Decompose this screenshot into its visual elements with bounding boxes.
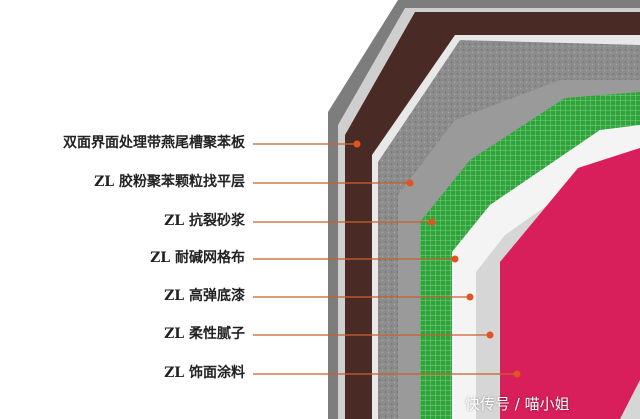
- layer-label: ZL 胶粉聚苯颗粒找平层: [94, 174, 245, 190]
- watermark: 快传号 / 喵小姐: [465, 395, 570, 413]
- layer-label: ZL 高弹底漆: [164, 288, 245, 304]
- leader-dot: [406, 179, 414, 187]
- layer-label: ZL 抗裂砂浆: [164, 213, 245, 229]
- leader-dot: [513, 370, 521, 378]
- leader-dot: [466, 293, 474, 301]
- layer-label: 双面界面处理带燕尾槽聚苯板: [63, 135, 245, 151]
- leader-dot: [486, 331, 494, 339]
- leader-dot: [353, 140, 361, 148]
- layer-label: ZL 饰面涂料: [164, 365, 245, 381]
- layer-label: ZL 耐碱网格布: [150, 250, 245, 266]
- leader-dot: [428, 218, 436, 226]
- layer-label: ZL 柔性腻子: [164, 326, 245, 342]
- layer-finish-coating: [500, 148, 640, 419]
- leader-dot: [451, 255, 459, 263]
